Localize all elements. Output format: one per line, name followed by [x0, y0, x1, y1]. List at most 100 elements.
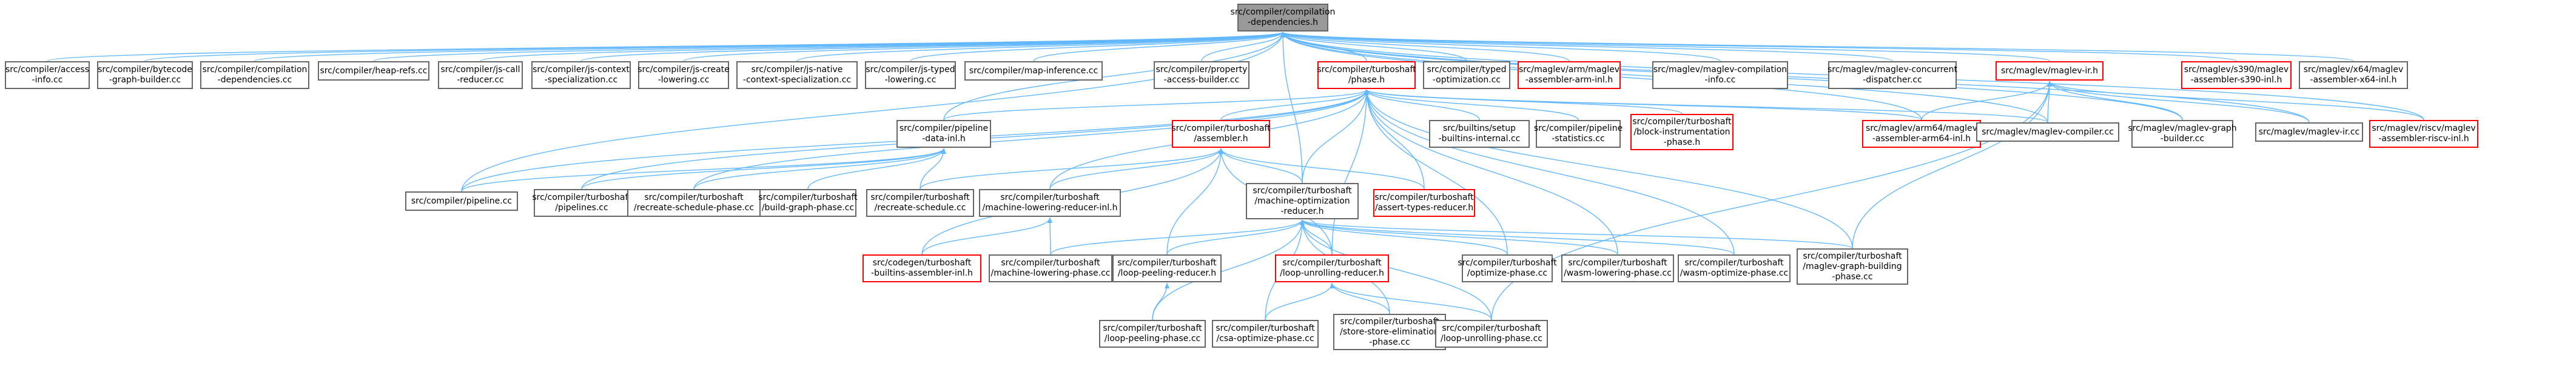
node-js-context[interactable]: src/compiler/js-context-specialization.c…: [531, 61, 631, 89]
node-label: src/compiler/turboshaft: [1171, 124, 1271, 133]
node-maglev-arm64[interactable]: src/maglev/arm64/maglev-assembler-arm64-…: [1862, 120, 1981, 148]
node-mach-opt-reducer[interactable]: src/compiler/turboshaft/machine-optimiza…: [1246, 183, 1359, 219]
node-label: src/compiler/turboshaft: [1684, 258, 1784, 268]
node-heap-refs[interactable]: src/compiler/heap-refs.cc: [318, 61, 429, 81]
node-assembler-h[interactable]: src/compiler/turboshaft/assembler.h: [1171, 120, 1271, 148]
node-js-typed[interactable]: src/compiler/js-typed-lowering.cc: [865, 61, 956, 89]
node-codegen-builtins[interactable]: src/codegen/turboshaft-builtins-assemble…: [863, 254, 981, 282]
edge-pipeline-cc-to-root: [461, 32, 1285, 192]
edge-assert-types-to-assembler-h: [1219, 148, 1425, 190]
node-maglev-conc[interactable]: src/maglev/maglev-concurrent-dispatcher.…: [1828, 61, 1957, 89]
node-typed-opt[interactable]: src/compiler/typed-optimization.cc: [1423, 61, 1510, 89]
node-wasm-lower[interactable]: src/compiler/turboshaft/wasm-lowering-ph…: [1561, 254, 1674, 282]
node-builtins-setup[interactable]: src/builtins/setup-builtins-internal.cc: [1429, 120, 1530, 148]
node-label: src/compiler/turboshaft: [1458, 258, 1557, 268]
node-label: -specialization.cc: [544, 75, 618, 85]
node-label: src/compiler/turboshaft: [1103, 324, 1202, 333]
node-loop-unroll-reducer[interactable]: src/compiler/turboshaft/loop-unrolling-r…: [1275, 254, 1389, 282]
node-root[interactable]: src/compiler/compilation-dependencies.h: [1231, 4, 1335, 32]
edge-mach-lower-phase-to-mach-opt-reducer: [1050, 219, 1305, 255]
node-label: -dependencies.h: [1247, 18, 1319, 27]
node-recreate-sched-phase[interactable]: src/compiler/turboshaft/recreate-schedul…: [627, 189, 761, 217]
node-label: -access-builder.cc: [1163, 75, 1240, 85]
node-label: -reducer.cc: [457, 75, 504, 85]
node-pipeline-stats[interactable]: src/compiler/pipeline-statistics.cc: [1534, 120, 1623, 148]
node-label: src/compiler/turboshaft: [532, 193, 631, 202]
node-recreate-sched[interactable]: src/compiler/turboshaft/recreate-schedul…: [866, 189, 974, 217]
node-label: -statistics.cc: [1552, 134, 1605, 144]
edge-maglev-conc-to-root: [1280, 32, 1893, 62]
node-loop-peel-reducer[interactable]: src/compiler/turboshaft/loop-peeling-red…: [1112, 254, 1222, 282]
node-label: src/compiler/typed: [1427, 65, 1507, 75]
node-mach-lower-phase[interactable]: src/compiler/turboshaft/machine-lowering…: [989, 254, 1112, 282]
node-block-instr[interactable]: src/compiler/turboshaft/block-instrument…: [1630, 114, 1734, 150]
edge-maglev-compiler-to-phase-h: [1364, 89, 2048, 123]
node-maglev-ir-h[interactable]: src/maglev/maglev-ir.h: [1996, 61, 2104, 81]
node-build-graph[interactable]: src/compiler/turboshaft/build-graph-phas…: [758, 189, 858, 217]
node-label: /assert-types-reducer.h: [1374, 203, 1474, 213]
node-label: src/builtins/setup: [1442, 124, 1516, 133]
node-js-create[interactable]: src/compiler/js-create-lowering.cc: [637, 61, 730, 89]
node-label: src/maglev/maglev-concurrent: [1828, 65, 1957, 75]
edge-typed-opt-to-root: [1280, 32, 1467, 62]
node-label: -assembler-x64-inl.h: [2310, 75, 2397, 85]
node-map-inf[interactable]: src/compiler/map-inference.cc: [964, 61, 1103, 81]
node-assert-types[interactable]: src/compiler/turboshaft/assert-types-red…: [1373, 189, 1475, 217]
node-label: src/compiler/js-native: [751, 65, 843, 75]
node-pipeline-data[interactable]: src/compiler/pipeline-data-inl.h: [896, 120, 991, 148]
edge-property-to-root: [1201, 32, 1285, 62]
edge-maglev-graph-building-to-phase-h: [1364, 89, 1853, 249]
node-csa-opt[interactable]: src/compiler/turboshaft/csa-optimize-pha…: [1212, 320, 1319, 348]
node-phase-h[interactable]: src/compiler/turboshaft/phase.h: [1317, 61, 1416, 89]
node-label: src/codegen/turboshaft: [872, 258, 972, 268]
edge-mach-lower-reducer-to-assembler-h: [1049, 148, 1223, 190]
node-label: src/compiler/pipeline.cc: [411, 196, 513, 206]
node-label: src/compiler/turboshaft: [1442, 324, 1541, 333]
edge-js-call-to-root: [480, 32, 1285, 62]
edge-js-context-to-root: [580, 32, 1285, 62]
edge-map-inf-to-root: [1033, 32, 1285, 62]
node-label: -info.cc: [32, 75, 63, 85]
node-maglev-riscv[interactable]: src/maglev/riscv/maglev-assembler-riscv-…: [2369, 120, 2478, 148]
node-optimize-phase[interactable]: src/compiler/turboshaft/optimize-phase.c…: [1458, 254, 1557, 282]
node-label: src/compiler/pipeline: [899, 124, 989, 133]
node-maglev-s390[interactable]: src/maglev/s390/maglev-assembler-s390-in…: [2181, 61, 2292, 89]
node-label: -data-inl.h: [922, 134, 966, 144]
node-maglev-compiler[interactable]: src/maglev/maglev-compiler.cc: [1976, 122, 2119, 142]
node-loop-unroll-phase[interactable]: src/compiler/turboshaft/loop-unrolling-p…: [1435, 320, 1548, 348]
node-maglev-arm[interactable]: src/maglev/arm/maglev-assembler-arm-inl.…: [1518, 61, 1621, 89]
node-mach-lower-reducer[interactable]: src/compiler/turboshaft/machine-lowering…: [979, 189, 1121, 217]
node-maglev-x64[interactable]: src/maglev/x64/maglev-assembler-x64-inl.…: [2299, 61, 2408, 89]
node-js-native[interactable]: src/compiler/js-native-context-specializ…: [736, 61, 858, 89]
node-pipeline-cc[interactable]: src/compiler/pipeline.cc: [405, 191, 518, 211]
node-maglev-graph-building[interactable]: src/compiler/turboshaft/maglev-graph-bui…: [1797, 248, 1908, 285]
node-maglev-graph-builder[interactable]: src/maglev/maglev-graph-builder.cc: [2128, 120, 2237, 148]
node-label: src/compiler/turboshaft: [1253, 185, 1352, 196]
node-label: -builtins-internal.cc: [1438, 134, 1521, 144]
node-label: src/compiler/turboshaft: [1001, 258, 1100, 268]
node-label: -phase.cc: [1832, 271, 1873, 282]
node-js-call[interactable]: src/compiler/js-call-reducer.cc: [438, 61, 523, 89]
node-property[interactable]: src/compiler/property-access-builder.cc: [1154, 61, 1249, 89]
node-label: src/compiler/turboshaft: [1216, 324, 1315, 333]
node-comp-deps-cc[interactable]: src/compiler/compilation-dependencies.cc: [200, 61, 309, 89]
node-label: src/compiler/map-inference.cc: [969, 65, 1098, 76]
node-pipelines[interactable]: src/compiler/turboshaft/pipelines.cc: [532, 189, 631, 217]
edge-block-instr-to-phase-h: [1364, 89, 1683, 114]
node-store-store[interactable]: src/compiler/turboshaft/store-store-elim…: [1333, 314, 1446, 350]
node-maglev-ir-cc[interactable]: src/maglev/maglev-ir.cc: [2255, 122, 2363, 142]
node-label: /csa-optimize-phase.cc: [1216, 334, 1314, 343]
node-label: src/compiler/turboshaft: [1317, 65, 1416, 75]
edge-js-typed-to-root: [910, 32, 1285, 62]
node-wasm-opt[interactable]: src/compiler/turboshaft/wasm-optimize-ph…: [1678, 254, 1791, 282]
edge-optimize-phase-to-mach-opt-reducer: [1300, 219, 1508, 255]
node-label: src/maglev/arm64/maglev: [1866, 124, 1977, 133]
node-label: -context-specialization.cc: [742, 75, 852, 85]
node-bytecode[interactable]: src/compiler/bytecode-graph-builder.cc: [97, 61, 193, 89]
node-label: -assembler-arm-inl.h: [1525, 75, 1613, 85]
edge-maglev-riscv-to-maglev-ir-h: [2047, 81, 2424, 121]
node-maglev-comp-info[interactable]: src/maglev/maglev-compilation-info.cc: [1652, 61, 1788, 89]
node-loop-peel-phase[interactable]: src/compiler/turboshaft/loop-peeling-pha…: [1099, 320, 1206, 348]
edge-mach-opt-reducer-to-root: [1280, 32, 1303, 184]
node-access-info[interactable]: src/compiler/access-info.cc: [5, 61, 90, 89]
